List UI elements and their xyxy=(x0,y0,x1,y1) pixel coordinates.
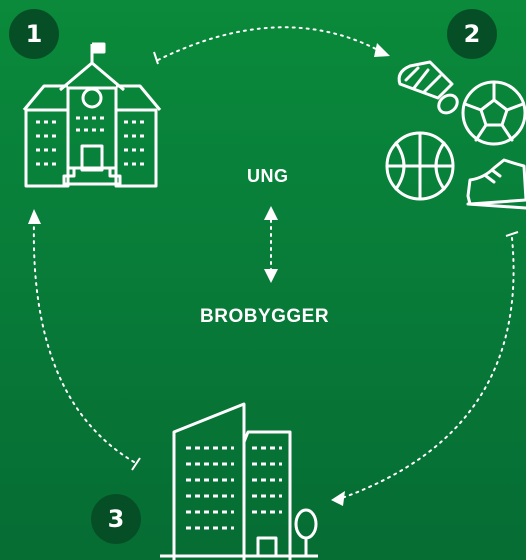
double-arrow-icon xyxy=(264,206,278,283)
shuttlecock-icon xyxy=(397,60,459,115)
soccer-ball-icon xyxy=(461,80,526,146)
arrow-city-to-school xyxy=(28,209,141,471)
basketball-icon xyxy=(385,131,455,201)
step-1-badge: 1 xyxy=(9,9,59,59)
step-3-badge: 3 xyxy=(91,494,141,544)
school-building-icon xyxy=(22,42,162,188)
sneaker-icon xyxy=(466,158,526,210)
arrow-school-to-sports xyxy=(153,26,390,65)
ung-label: UNG xyxy=(247,166,289,186)
arrow-sports-to-city xyxy=(331,231,519,506)
office-buildings-icon xyxy=(160,402,318,560)
step-2-badge: 2 xyxy=(447,9,497,59)
sports-equipment-icon xyxy=(385,60,526,210)
brobygger-label: BROBYGGER xyxy=(200,306,330,327)
